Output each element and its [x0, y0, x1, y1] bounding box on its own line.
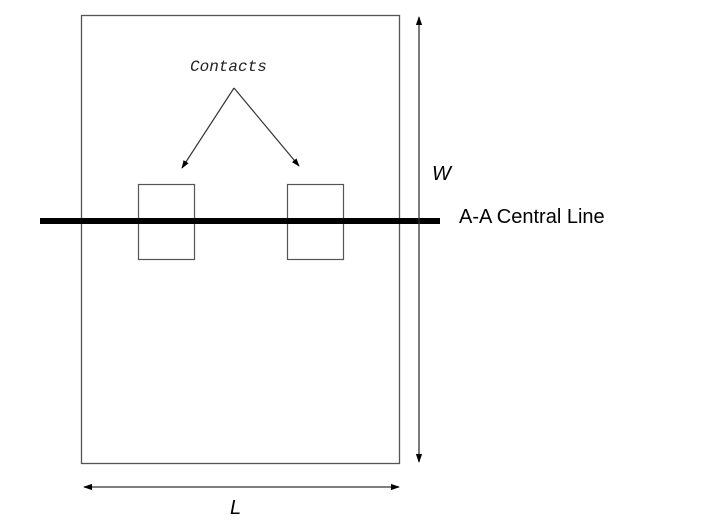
contacts-label: Contacts [190, 58, 267, 76]
width-label: W [432, 163, 451, 185]
contacts-leader-left [181, 87, 235, 169]
length-label: L [230, 497, 242, 519]
central-line-label: A-A Central Line [459, 206, 605, 228]
board-outline [80, 14, 401, 465]
contacts-leader-right [233, 87, 300, 167]
